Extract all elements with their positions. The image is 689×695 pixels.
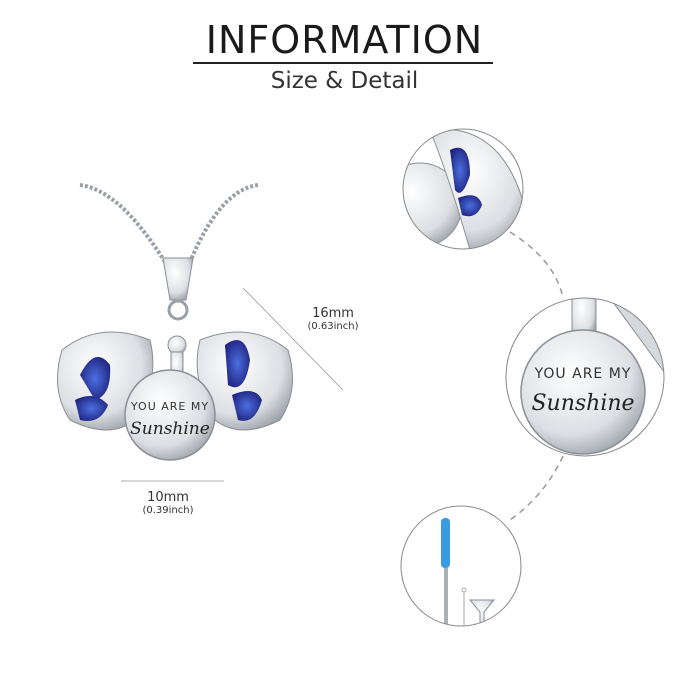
engraving-line1: YOU ARE MY: [130, 400, 209, 413]
necklace-chain: [79, 183, 259, 264]
engraving-line2: Sunshine: [130, 419, 210, 439]
detail-circle-butterfly: [402, 128, 524, 250]
pendant-bail: [162, 257, 194, 383]
height-dimension-line: [242, 287, 344, 391]
width-dimension: 10mm (0.39inch): [133, 490, 203, 516]
detail-circle-engraving: YOU ARE MY Sunshine: [505, 297, 665, 457]
width-mm: 10mm: [147, 490, 189, 505]
height-dimension: 16mm (0.63inch): [298, 306, 368, 332]
width-inch: (0.39inch): [142, 505, 194, 516]
pendant-disc: YOU ARE MY Sunshine: [124, 369, 216, 461]
connector-dashed-line: [509, 231, 564, 299]
page-subtitle: Size & Detail: [270, 68, 419, 94]
height-inch: (0.63inch): [307, 321, 359, 332]
page-title: INFORMATION: [205, 18, 484, 62]
engraving-line2-zoomed: Sunshine: [531, 391, 634, 416]
screwdriver-icon: [441, 518, 450, 568]
detail-circle-tools: [400, 505, 522, 627]
title-underline: [193, 62, 493, 64]
connector-dashed-line: [509, 455, 564, 521]
engraving-line1-zoomed: YOU ARE MY: [534, 366, 632, 382]
height-mm: 16mm: [312, 306, 354, 321]
funnel-icon: [468, 599, 496, 626]
